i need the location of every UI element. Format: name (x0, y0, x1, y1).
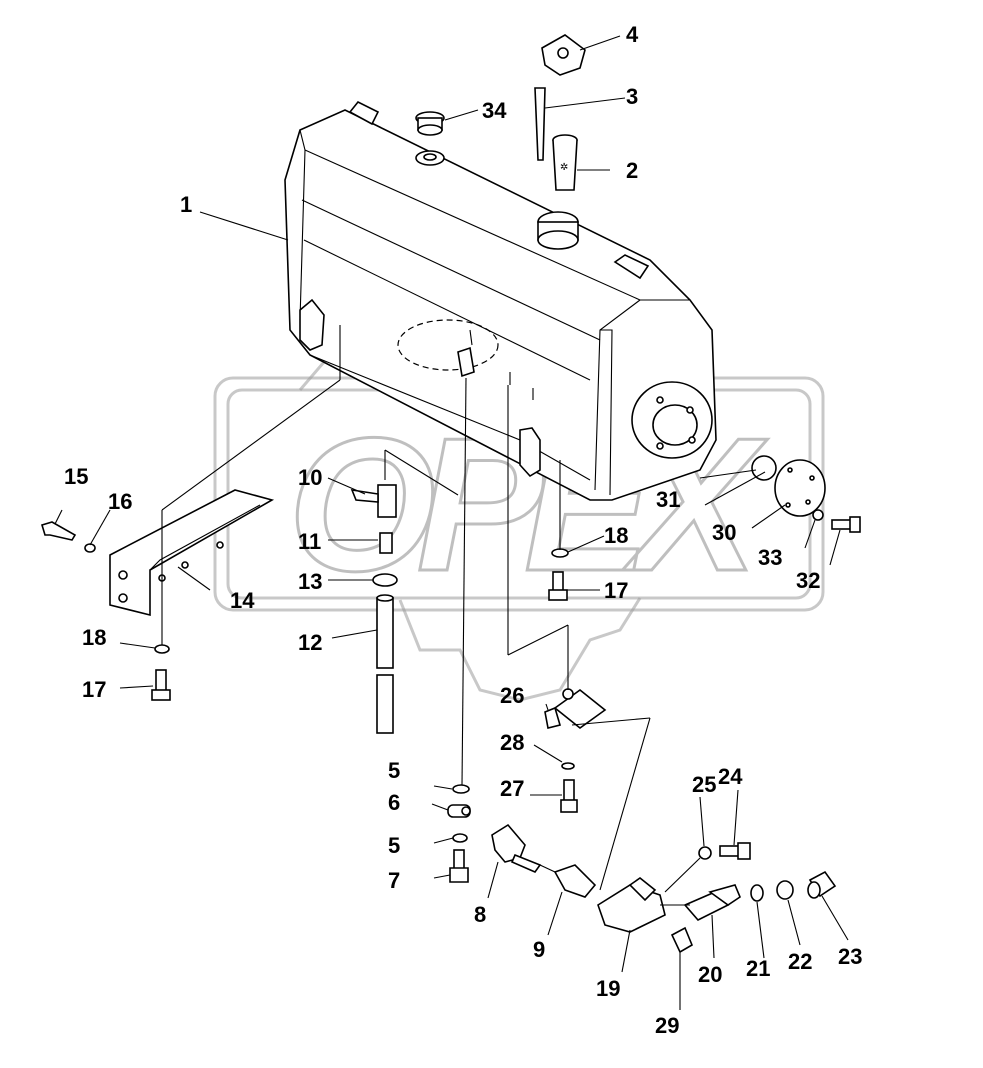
label-5-top: 5 (388, 758, 400, 783)
bolt-32 (831, 516, 861, 533)
fitting-9 (539, 864, 597, 898)
bolt-15 (41, 521, 77, 541)
label-7: 7 (388, 868, 400, 893)
label-14: 14 (230, 588, 255, 613)
bolt-24 (719, 842, 751, 860)
joint-6 (447, 804, 471, 818)
plug-23 (807, 870, 837, 899)
label-10: 10 (298, 465, 322, 490)
bolt-7 (449, 849, 469, 883)
leader-lines (54, 35, 849, 1010)
ring-22 (776, 880, 794, 900)
label-11: 11 (298, 529, 321, 554)
label-13: 13 (298, 569, 322, 594)
washer-28 (561, 762, 575, 770)
fitting-20 (683, 884, 741, 921)
bracket-14 (109, 489, 275, 617)
clamp-13 (372, 573, 398, 587)
label-18-right: 18 (604, 523, 628, 548)
svg-text:✲: ✲ (560, 162, 568, 173)
label-12: 12 (298, 630, 322, 655)
label-22: 22 (788, 949, 812, 974)
washer-33 (812, 509, 824, 521)
label-5-bottom: 5 (388, 833, 400, 858)
label-27: 27 (500, 776, 524, 801)
gasket-31 (751, 455, 777, 481)
part-labels: 1 2 3 4 5 5 6 7 8 9 10 11 12 13 14 15 16… (64, 22, 862, 1038)
label-31: 31 (656, 487, 680, 512)
washer-18-left (154, 644, 170, 654)
seal-5-top (452, 784, 470, 794)
label-9: 9 (533, 937, 545, 962)
label-6: 6 (388, 790, 400, 815)
cover-30 (774, 459, 826, 517)
label-29: 29 (655, 1013, 679, 1038)
label-25: 25 (692, 772, 716, 797)
washer-16 (84, 543, 96, 553)
label-2: 2 (626, 158, 638, 183)
bolt-27 (560, 779, 578, 813)
label-17-left: 17 (82, 677, 106, 702)
valve-8 (491, 823, 542, 873)
strainer-2: ✲ (552, 134, 578, 191)
washer-18-right (551, 548, 569, 558)
nipple-11 (379, 532, 393, 554)
label-32: 32 (796, 568, 820, 593)
filler-cap-4 (541, 34, 586, 76)
label-30: 30 (712, 520, 736, 545)
valve-body-19 (597, 877, 666, 933)
label-26: 26 (500, 683, 524, 708)
cap-34 (415, 111, 445, 136)
label-21: 21 (746, 956, 770, 981)
elbow-29 (670, 926, 694, 954)
label-17-right: 17 (604, 578, 628, 603)
label-34: 34 (482, 98, 507, 123)
washer-25 (698, 846, 712, 860)
label-3: 3 (626, 84, 638, 109)
label-1: 1 (180, 192, 192, 217)
label-16: 16 (108, 489, 132, 514)
label-20: 20 (698, 962, 722, 987)
seal-5-bottom (452, 833, 468, 843)
ring-21 (750, 884, 764, 902)
label-8: 8 (474, 902, 486, 927)
rod-3 (534, 87, 546, 161)
label-4: 4 (626, 22, 639, 47)
label-19: 19 (596, 976, 620, 1001)
bracket-26 (544, 688, 607, 730)
fitting-10 (350, 484, 397, 518)
fuel-tank (284, 100, 717, 501)
label-28: 28 (500, 730, 524, 755)
bolt-17-left (151, 669, 171, 701)
label-33: 33 (758, 545, 782, 570)
bolt-17-right (548, 571, 568, 601)
hose-12 (376, 594, 394, 734)
label-18-left: 18 (82, 625, 106, 650)
label-23: 23 (838, 944, 862, 969)
label-15: 15 (64, 464, 88, 489)
label-24: 24 (718, 764, 743, 789)
